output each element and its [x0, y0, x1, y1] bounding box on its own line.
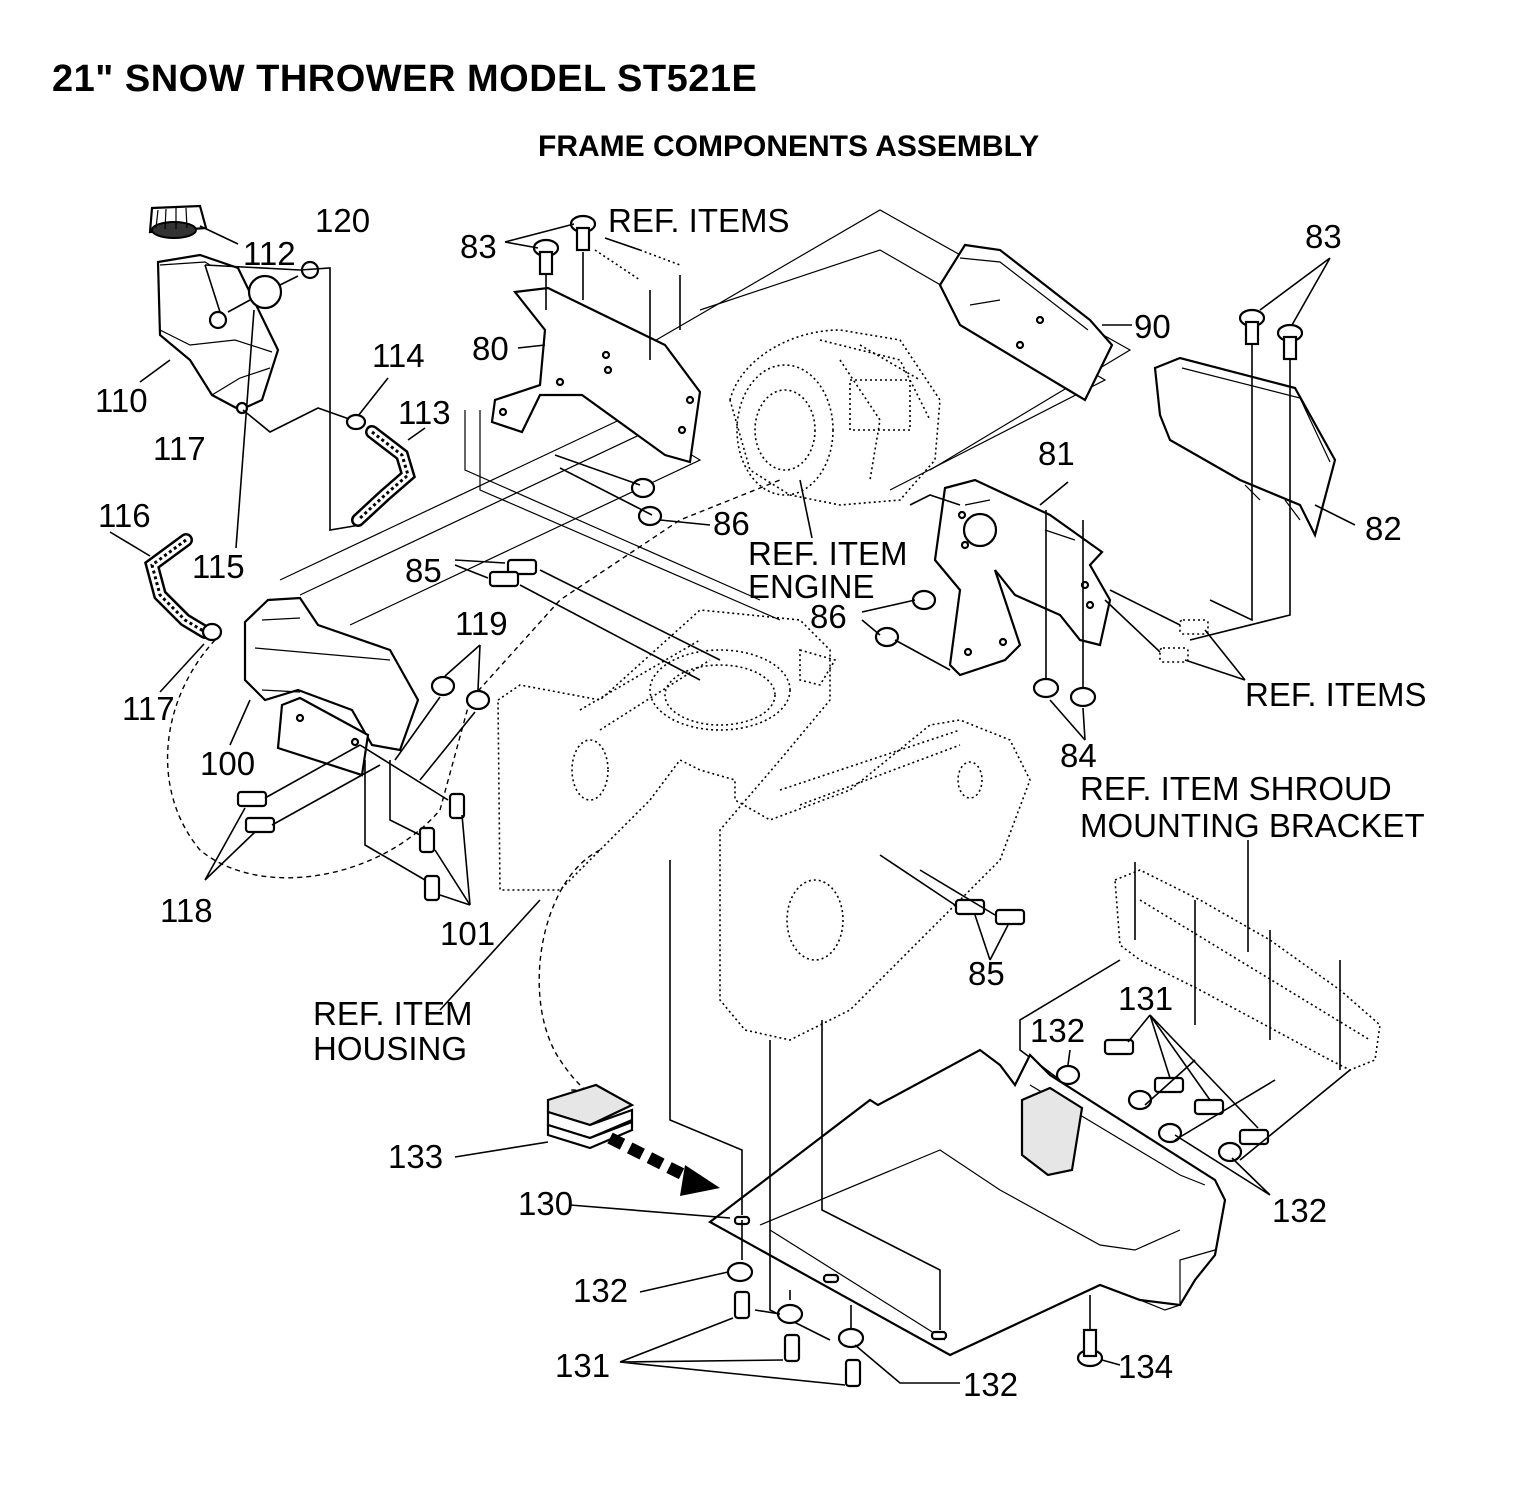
callout-115: 115 [192, 548, 245, 585]
fuel-cap-112-drawing [148, 204, 208, 239]
assembly-subtitle: FRAME COMPONENTS ASSEMBLY [538, 130, 1040, 163]
callout-ref-housing-line1: REF. ITEM [313, 995, 473, 1032]
housing-drawing [497, 609, 1031, 1041]
page-title: 21" SNOW THROWER MODEL ST521E [52, 58, 758, 100]
callout-ref-item-engine-line1: REF. ITEM [748, 535, 908, 572]
fuel-filter-115-drawing [227, 274, 299, 313]
panel-90-drawing [938, 243, 1114, 402]
arrow-icon [607, 1132, 720, 1196]
nut-86-upper-drawing [630, 477, 663, 527]
bracket-plate-drawing [276, 696, 370, 777]
callout-120: 120 [315, 202, 370, 239]
fuel-tank-bracket-100-drawing [243, 596, 420, 752]
callout-110: 110 [95, 382, 148, 419]
callout-ref-shroud-line1: REF. ITEM SHROUD [1080, 770, 1392, 807]
bolt-101-drawing [418, 792, 466, 902]
callout-112: 112 [243, 235, 296, 272]
frame-bracket-80-drawing [490, 286, 702, 464]
callout-131-bottom: 131 [555, 1347, 610, 1384]
bolt-83-top-drawing [532, 214, 597, 276]
callout-86-lower: 86 [810, 598, 847, 635]
callout-118: 118 [160, 892, 213, 929]
callout-133: 133 [388, 1138, 443, 1175]
nut-119-drawing [430, 675, 491, 711]
callout-80: 80 [472, 330, 509, 367]
callout-117-top: 117 [153, 430, 206, 467]
callout-114: 114 [372, 337, 425, 374]
fuel-hose-116-drawing [144, 533, 212, 639]
bolt-118-drawing [236, 790, 276, 834]
callout-81: 81 [1038, 435, 1075, 472]
bolt-85-upper-drawing [488, 558, 538, 588]
shroud-82-drawing [1153, 356, 1337, 539]
callout-83-right: 83 [1305, 218, 1342, 255]
callout-90: 90 [1134, 308, 1171, 345]
engine-drawing [729, 329, 941, 506]
callout-ref-item-engine-line2: ENGINE [748, 568, 875, 605]
callout-84: 84 [1060, 737, 1097, 774]
callout-130: 130 [518, 1185, 573, 1222]
callout-83-top: 83 [460, 228, 497, 265]
skid-shoe-133-drawing [546, 1083, 635, 1150]
ref-item-bolts-right-drawing [1159, 619, 1209, 663]
callout-134: 134 [1118, 1348, 1173, 1385]
nut-86-lower-drawing [874, 589, 937, 648]
callout-85-upper: 85 [405, 552, 442, 589]
callout-100: 100 [200, 745, 255, 782]
bolt-134-drawing [1076, 1328, 1104, 1368]
callout-117-bottom: 117 [122, 690, 175, 727]
callout-113: 113 [398, 394, 451, 431]
bolt-131-bottom-drawing [733, 1290, 862, 1388]
callout-132-bottom-right: 132 [963, 1366, 1018, 1403]
callout-132-bottom-left: 132 [573, 1272, 628, 1309]
bracket-81-drawing [933, 478, 1112, 677]
shroud-130-drawing [707, 1048, 1227, 1357]
callout-116: 116 [98, 497, 151, 534]
clamp-114-drawing [345, 413, 367, 431]
callout-119: 119 [455, 605, 508, 642]
callout-ref-items-right: REF. ITEMS [1245, 676, 1427, 713]
nut-84-drawing [1032, 677, 1097, 708]
callout-82: 82 [1365, 510, 1402, 547]
callout-86-upper: 86 [713, 505, 750, 542]
fuel-line-113-drawing [351, 425, 417, 527]
callout-132-right: 132 [1272, 1192, 1327, 1229]
callout-101: 101 [440, 915, 495, 952]
callout-ref-shroud-line2: MOUNTING BRACKET [1080, 807, 1425, 844]
callout-ref-housing-line2: HOUSING [313, 1030, 467, 1067]
callout-85-lower: 85 [968, 955, 1005, 992]
callout-131-top: 131 [1118, 980, 1173, 1017]
callout-ref-items-top: REF. ITEMS [608, 202, 790, 239]
callout-132-top: 132 [1030, 1012, 1085, 1049]
washer-132-top-drawing [1055, 1064, 1243, 1163]
bolt-83-right-drawing [1238, 308, 1304, 361]
washer-132-bottom-drawing [726, 1261, 865, 1349]
